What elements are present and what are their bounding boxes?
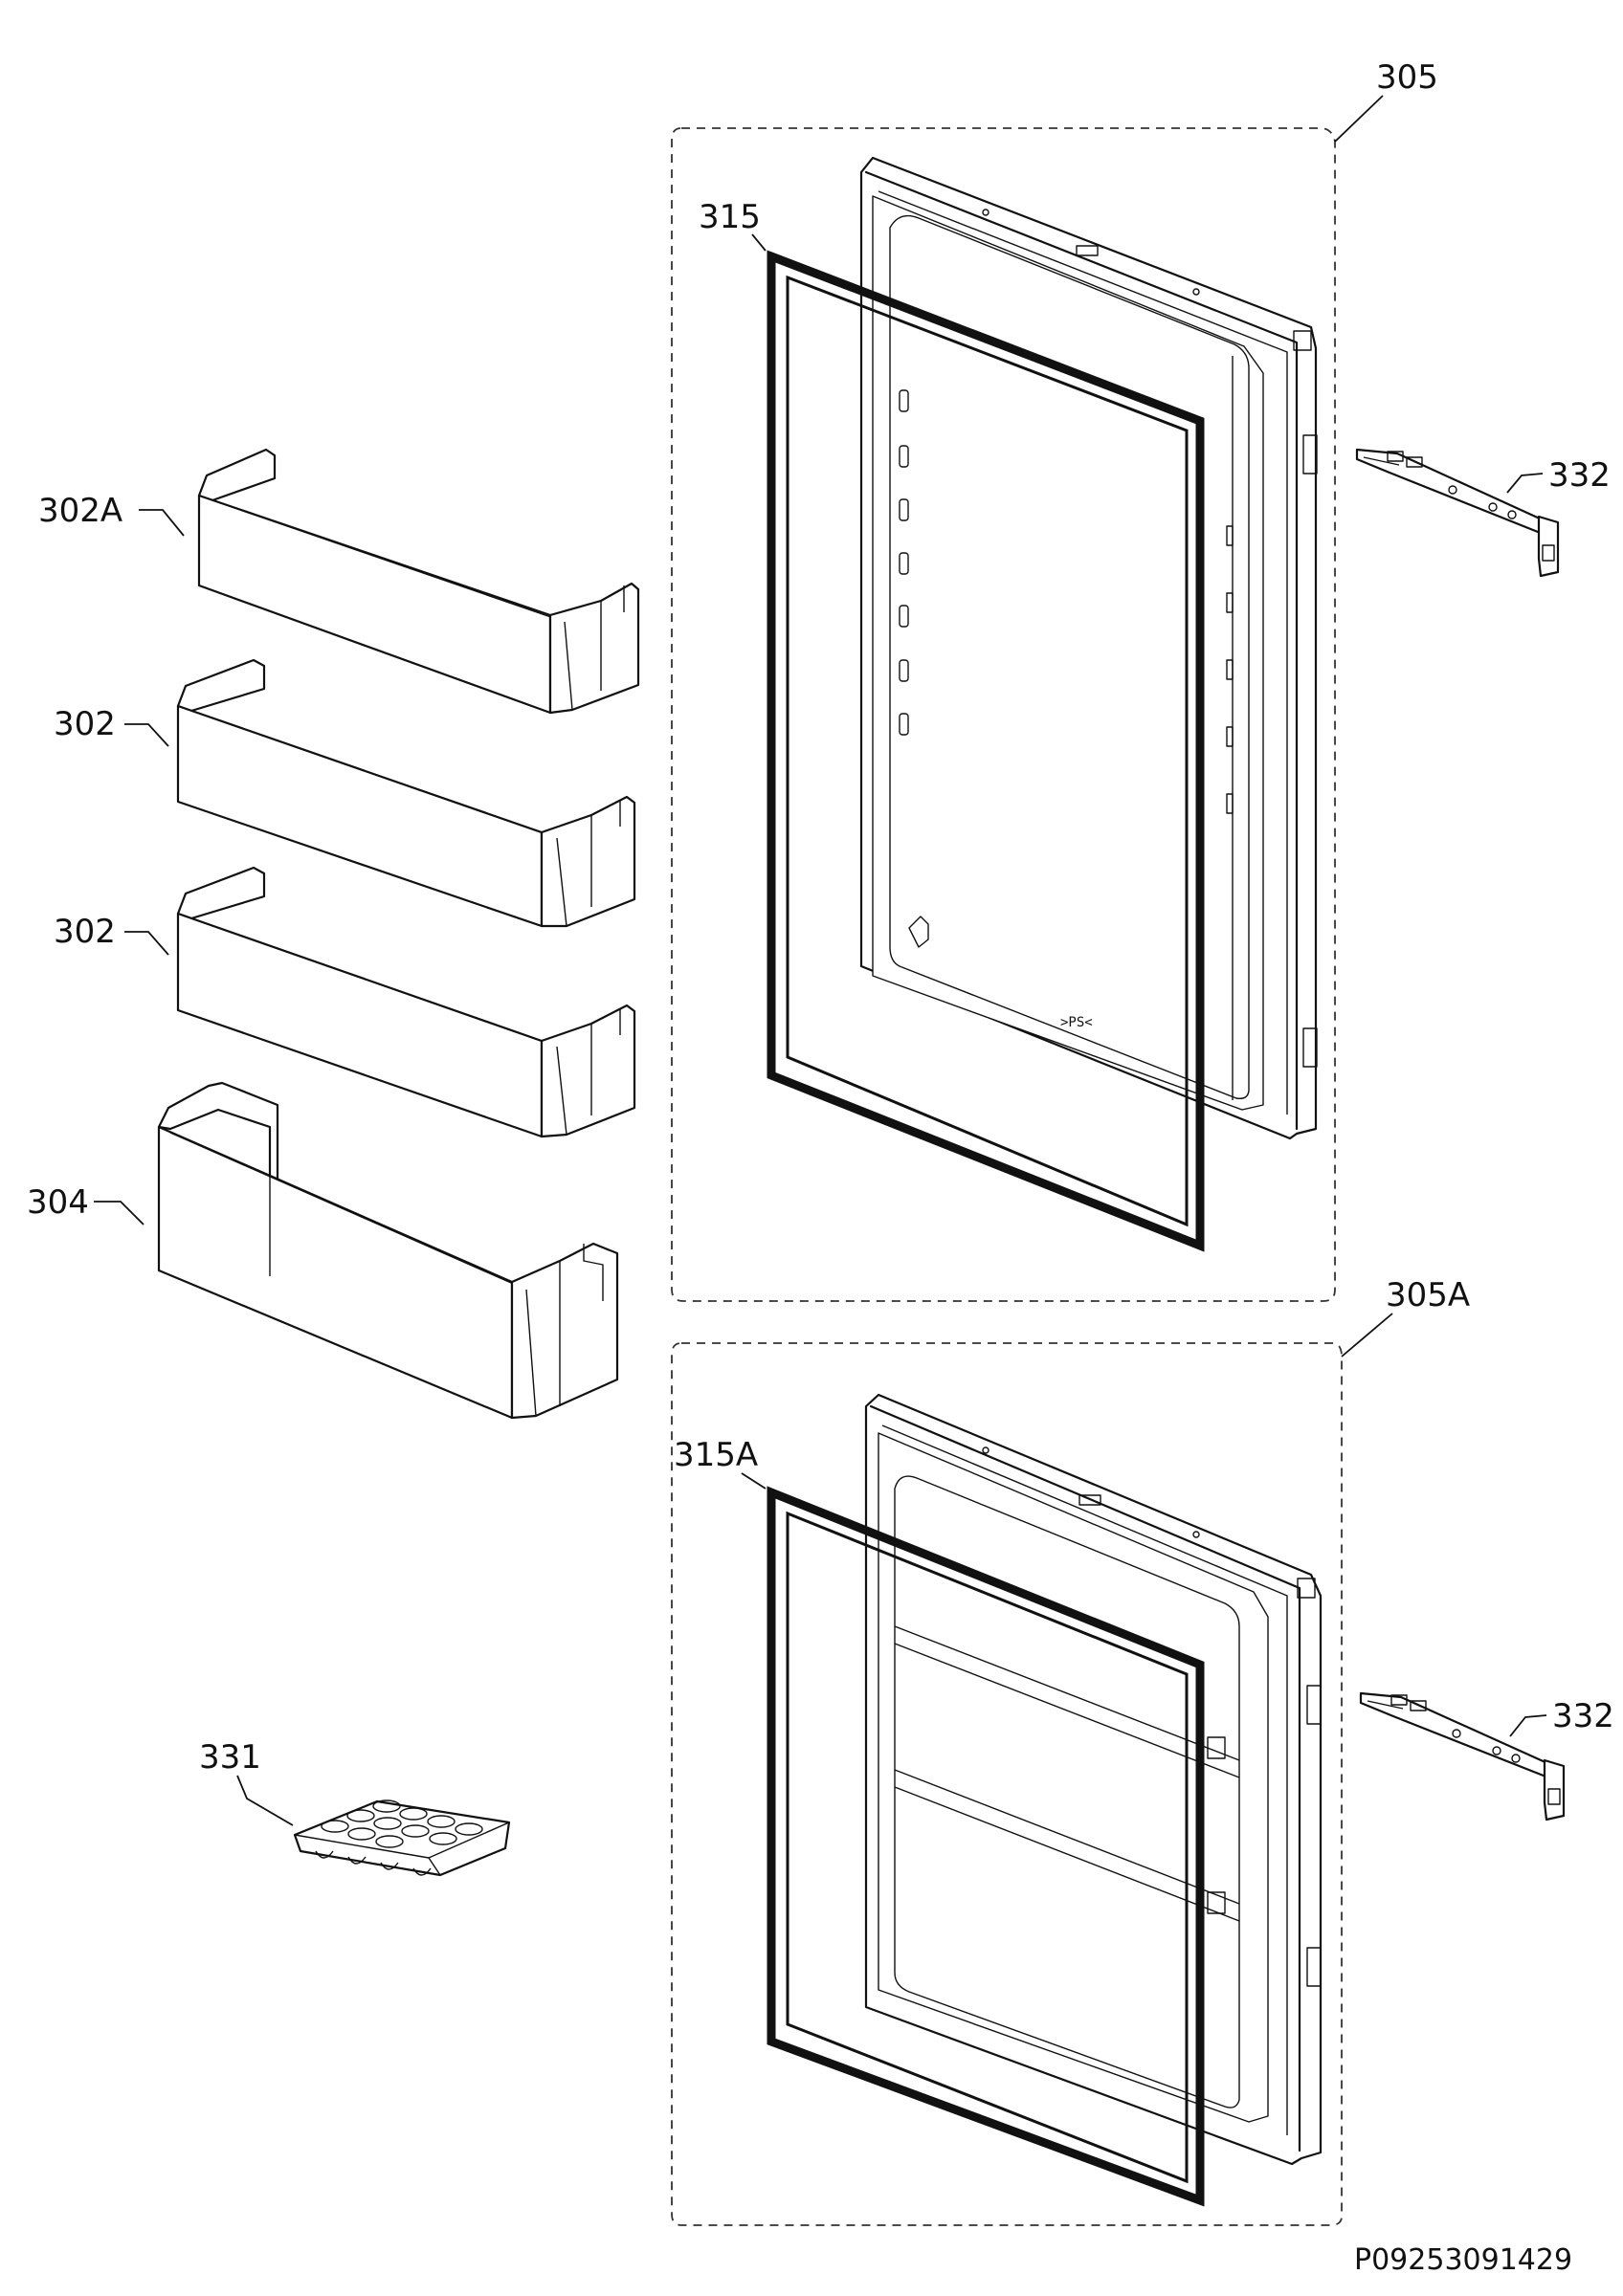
callout-305: 305 bbox=[1376, 58, 1438, 97]
callout-331: 331 bbox=[199, 1738, 261, 1777]
upper-door-panel: >PS< bbox=[859, 156, 1318, 1140]
callout-304: 304 bbox=[27, 1183, 89, 1222]
door-balcony-302-upper bbox=[176, 658, 636, 928]
callout-305A: 305A bbox=[1386, 1276, 1470, 1314]
svg-text:>PS<: >PS< bbox=[1060, 1015, 1093, 1030]
callout-332-lower: 332 bbox=[1552, 1697, 1614, 1735]
upper-door-gasket-315 bbox=[767, 250, 1205, 1252]
hinge-332-lower bbox=[1359, 1691, 1566, 1821]
lower-door-gasket-315A bbox=[767, 1486, 1205, 2207]
callout-302-upper: 302 bbox=[54, 705, 116, 743]
drawing-number: P09253091429 bbox=[1354, 2243, 1572, 2277]
hinge-332-upper bbox=[1355, 448, 1560, 578]
callout-315A: 315A bbox=[674, 1436, 758, 1474]
door-balcony-302-lower bbox=[176, 866, 636, 1138]
callout-302-lower: 302 bbox=[54, 913, 116, 951]
callout-302A: 302A bbox=[38, 492, 122, 530]
callout-332-upper: 332 bbox=[1548, 456, 1611, 495]
door-balcony-302A bbox=[197, 448, 640, 715]
callout-315: 315 bbox=[699, 198, 761, 236]
lower-door-assembly-boundary bbox=[671, 1342, 1343, 2226]
bottle-shelf-304 bbox=[157, 1081, 619, 1420]
egg-tray-331 bbox=[293, 1799, 511, 1877]
lower-door-panel bbox=[864, 1393, 1323, 2166]
upper-door-assembly-boundary bbox=[671, 127, 1336, 1302]
